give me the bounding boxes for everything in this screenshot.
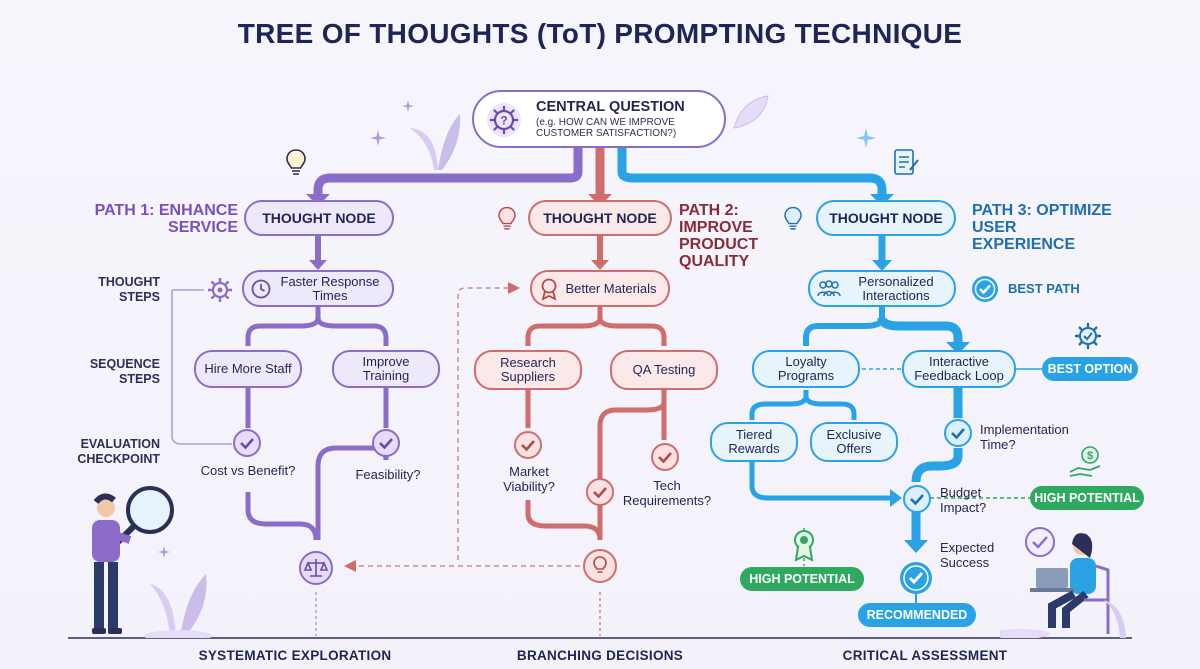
path1-branch-training[interactable]: Improve Training (332, 350, 440, 388)
path2-branch-suppliers[interactable]: Research Suppliers (474, 350, 582, 390)
path1-question-feasibility: Feasibility? (355, 467, 421, 482)
check-circle-icon (944, 419, 972, 447)
path1-question-cost: Cost vs Benefit? (200, 463, 296, 478)
lightbulb-icon (784, 206, 802, 230)
money-hand-icon: $ (1069, 446, 1101, 477)
path2-question-market: Market Viability? (503, 464, 555, 494)
central-question-node[interactable]: ? CENTRAL QUESTION (e.g. HOW CAN WE IMPR… (472, 90, 726, 148)
leaf-icon (733, 95, 769, 129)
central-question-subtitle: (e.g. HOW CAN WE IMPROVE CUSTOMER SATISF… (536, 117, 677, 139)
central-question-title: CENTRAL QUESTION (536, 99, 685, 115)
best-path-label: BEST PATH (1008, 281, 1080, 296)
page-title: TREE OF THOUGHTS (ToT) PROMPTING TECHNIQ… (237, 18, 963, 49)
laptop-person-icon (1000, 527, 1126, 638)
path1-step-node[interactable]: Faster Response Times (242, 270, 394, 307)
leaf-icon (410, 114, 461, 170)
magnifier-person-icon (92, 486, 174, 634)
path3-label: PATH 3: OPTIMIZE USER EXPERIENCE (972, 202, 1112, 253)
label-thought-steps: THOUGHT STEPS (98, 275, 160, 304)
footer-systematic-exploration: SYSTEMATIC EXPLORATION (198, 648, 392, 663)
high-potential-badge-right: HIGH POTENTIAL (1030, 486, 1144, 510)
path2-label: PATH 2: IMPROVE PRODUCT QUALITY (679, 202, 759, 270)
sparkle-icon (158, 546, 170, 558)
gear-icon (208, 278, 232, 302)
path1-thought-node[interactable]: THOUGHT NODE (244, 200, 394, 236)
people-icon (817, 280, 841, 297)
connector-central-path1 (313, 148, 583, 198)
path3-step-node[interactable]: Personalized Interactions (808, 270, 956, 307)
high-potential-badge-left: HIGH POTENTIAL (740, 567, 864, 591)
lightbulb-icon (286, 149, 306, 175)
footer-branching-decisions: BRANCHING DECISIONS (516, 648, 684, 663)
label-sequence-steps: SEQUENCE STEPS (89, 357, 160, 386)
checklist-icon (894, 149, 919, 175)
check-circle-icon (586, 478, 614, 506)
path3-question-implementation: Implementation Time? (980, 422, 1069, 452)
leaf-icon (144, 574, 212, 638)
scales-icon (299, 551, 333, 585)
path3-sub-tiered[interactable]: Tiered Rewards (710, 422, 798, 462)
check-circle-icon (372, 429, 400, 457)
recommended-badge: RECOMMENDED (858, 603, 976, 627)
award-ribbon-icon (794, 530, 814, 562)
path3-branch-loyalty[interactable]: Loyalty Programs (752, 350, 860, 388)
lightbulb-icon (498, 206, 516, 230)
sparkle-icon (856, 128, 876, 148)
gear-question-icon: ? (487, 103, 521, 137)
check-circle-icon (903, 485, 931, 513)
sparkle-icon (370, 130, 386, 146)
award-ribbon-icon (541, 278, 557, 301)
clock-icon (251, 279, 271, 299)
svg-text:?: ? (500, 114, 507, 128)
check-circle-icon (233, 429, 261, 457)
path1-branch-hire[interactable]: Hire More Staff (194, 350, 302, 388)
check-circle-icon (651, 443, 679, 471)
path3-sub-exclusive[interactable]: Exclusive Offers (810, 422, 898, 462)
check-circle-icon (900, 562, 932, 594)
path3-step-label: Personalized Interactions (858, 273, 934, 303)
svg-text:$: $ (1087, 450, 1093, 462)
sparkle-icon (402, 100, 414, 112)
path3-branch-feedback[interactable]: Interactive Feedback Loop (902, 350, 1016, 388)
path1-label: PATH 1: ENHANCE SERVICE (94, 202, 238, 236)
best-option-badge: BEST OPTION (1042, 357, 1138, 381)
path2-step-label: Better Materials (565, 280, 657, 296)
path3-thought-node[interactable]: THOUGHT NODE (816, 200, 956, 236)
path2-thought-node[interactable]: THOUGHT NODE (528, 200, 672, 236)
check-circle-icon (514, 431, 542, 459)
path2-branch-qa[interactable]: QA Testing (610, 350, 718, 390)
path1-step-label: Faster Response Times (280, 273, 380, 303)
gear-check-icon (1075, 323, 1101, 349)
lightbulb-icon (583, 549, 617, 583)
path2-question-tech: Tech Requirements? (622, 478, 712, 508)
path3-question-expected: Expected Success (940, 540, 995, 570)
check-circle-icon (972, 276, 998, 302)
path3-question-budget: Budget Impact? (940, 485, 987, 515)
connector-central-path3 (617, 148, 887, 198)
path2-step-node[interactable]: Better Materials (530, 270, 670, 307)
footer-critical-assessment: CRITICAL ASSESSMENT (842, 648, 1008, 663)
label-evaluation-checkpoint: EVALUATION CHECKPOINT (77, 437, 160, 466)
